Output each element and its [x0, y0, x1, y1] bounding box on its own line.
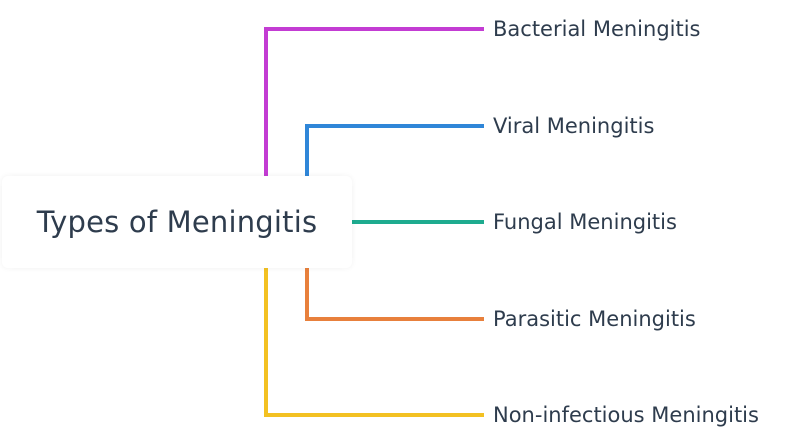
- connector-viral: [305, 124, 484, 176]
- branch-label-fungal[interactable]: Fungal Meningitis: [493, 210, 677, 234]
- connector-bacterial: [264, 27, 484, 176]
- connector-parasitic: [305, 268, 484, 321]
- root-node[interactable]: Types of Meningitis: [2, 176, 352, 268]
- branch-label-bacterial[interactable]: Bacterial Meningitis: [493, 17, 701, 41]
- branch-label-viral[interactable]: Viral Meningitis: [493, 114, 655, 138]
- branch-label-parasitic[interactable]: Parasitic Meningitis: [493, 307, 696, 331]
- connector-noninfectious: [264, 268, 484, 417]
- branch-label-noninfectious[interactable]: Non-infectious Meningitis: [493, 403, 759, 427]
- root-label: Types of Meningitis: [36, 205, 318, 239]
